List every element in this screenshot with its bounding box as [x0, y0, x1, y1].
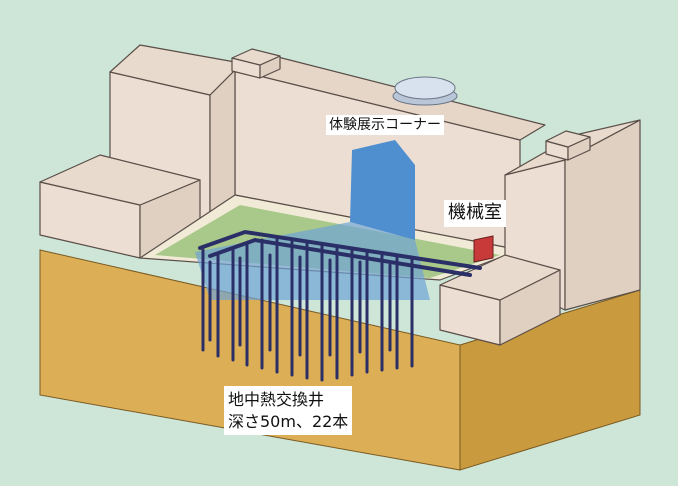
exhibit-volume-front	[350, 140, 415, 240]
roof-dome-top	[394, 76, 456, 100]
header-pipe-back	[198, 229, 482, 270]
roof-box-top	[231, 48, 281, 66]
roof-dome	[392, 76, 458, 106]
heat-exchange-well-label: 地中熱交換井 深さ50m、22本	[224, 386, 353, 436]
machine-room-box	[473, 235, 494, 263]
exhibit-corner-label: 体験展示コーナー	[326, 115, 444, 136]
left-wing-top	[39, 154, 201, 206]
building	[39, 44, 641, 346]
heat-exchange-wells	[198, 229, 482, 382]
heat-exchange-well-spec: 深さ50m、22本	[228, 411, 349, 431]
machine-room-label: 機械室	[444, 200, 506, 227]
right-roof-box-top	[545, 130, 591, 148]
front-wing-top	[439, 254, 561, 301]
heat-exchange-well-title: 地中熱交換井	[228, 390, 325, 409]
